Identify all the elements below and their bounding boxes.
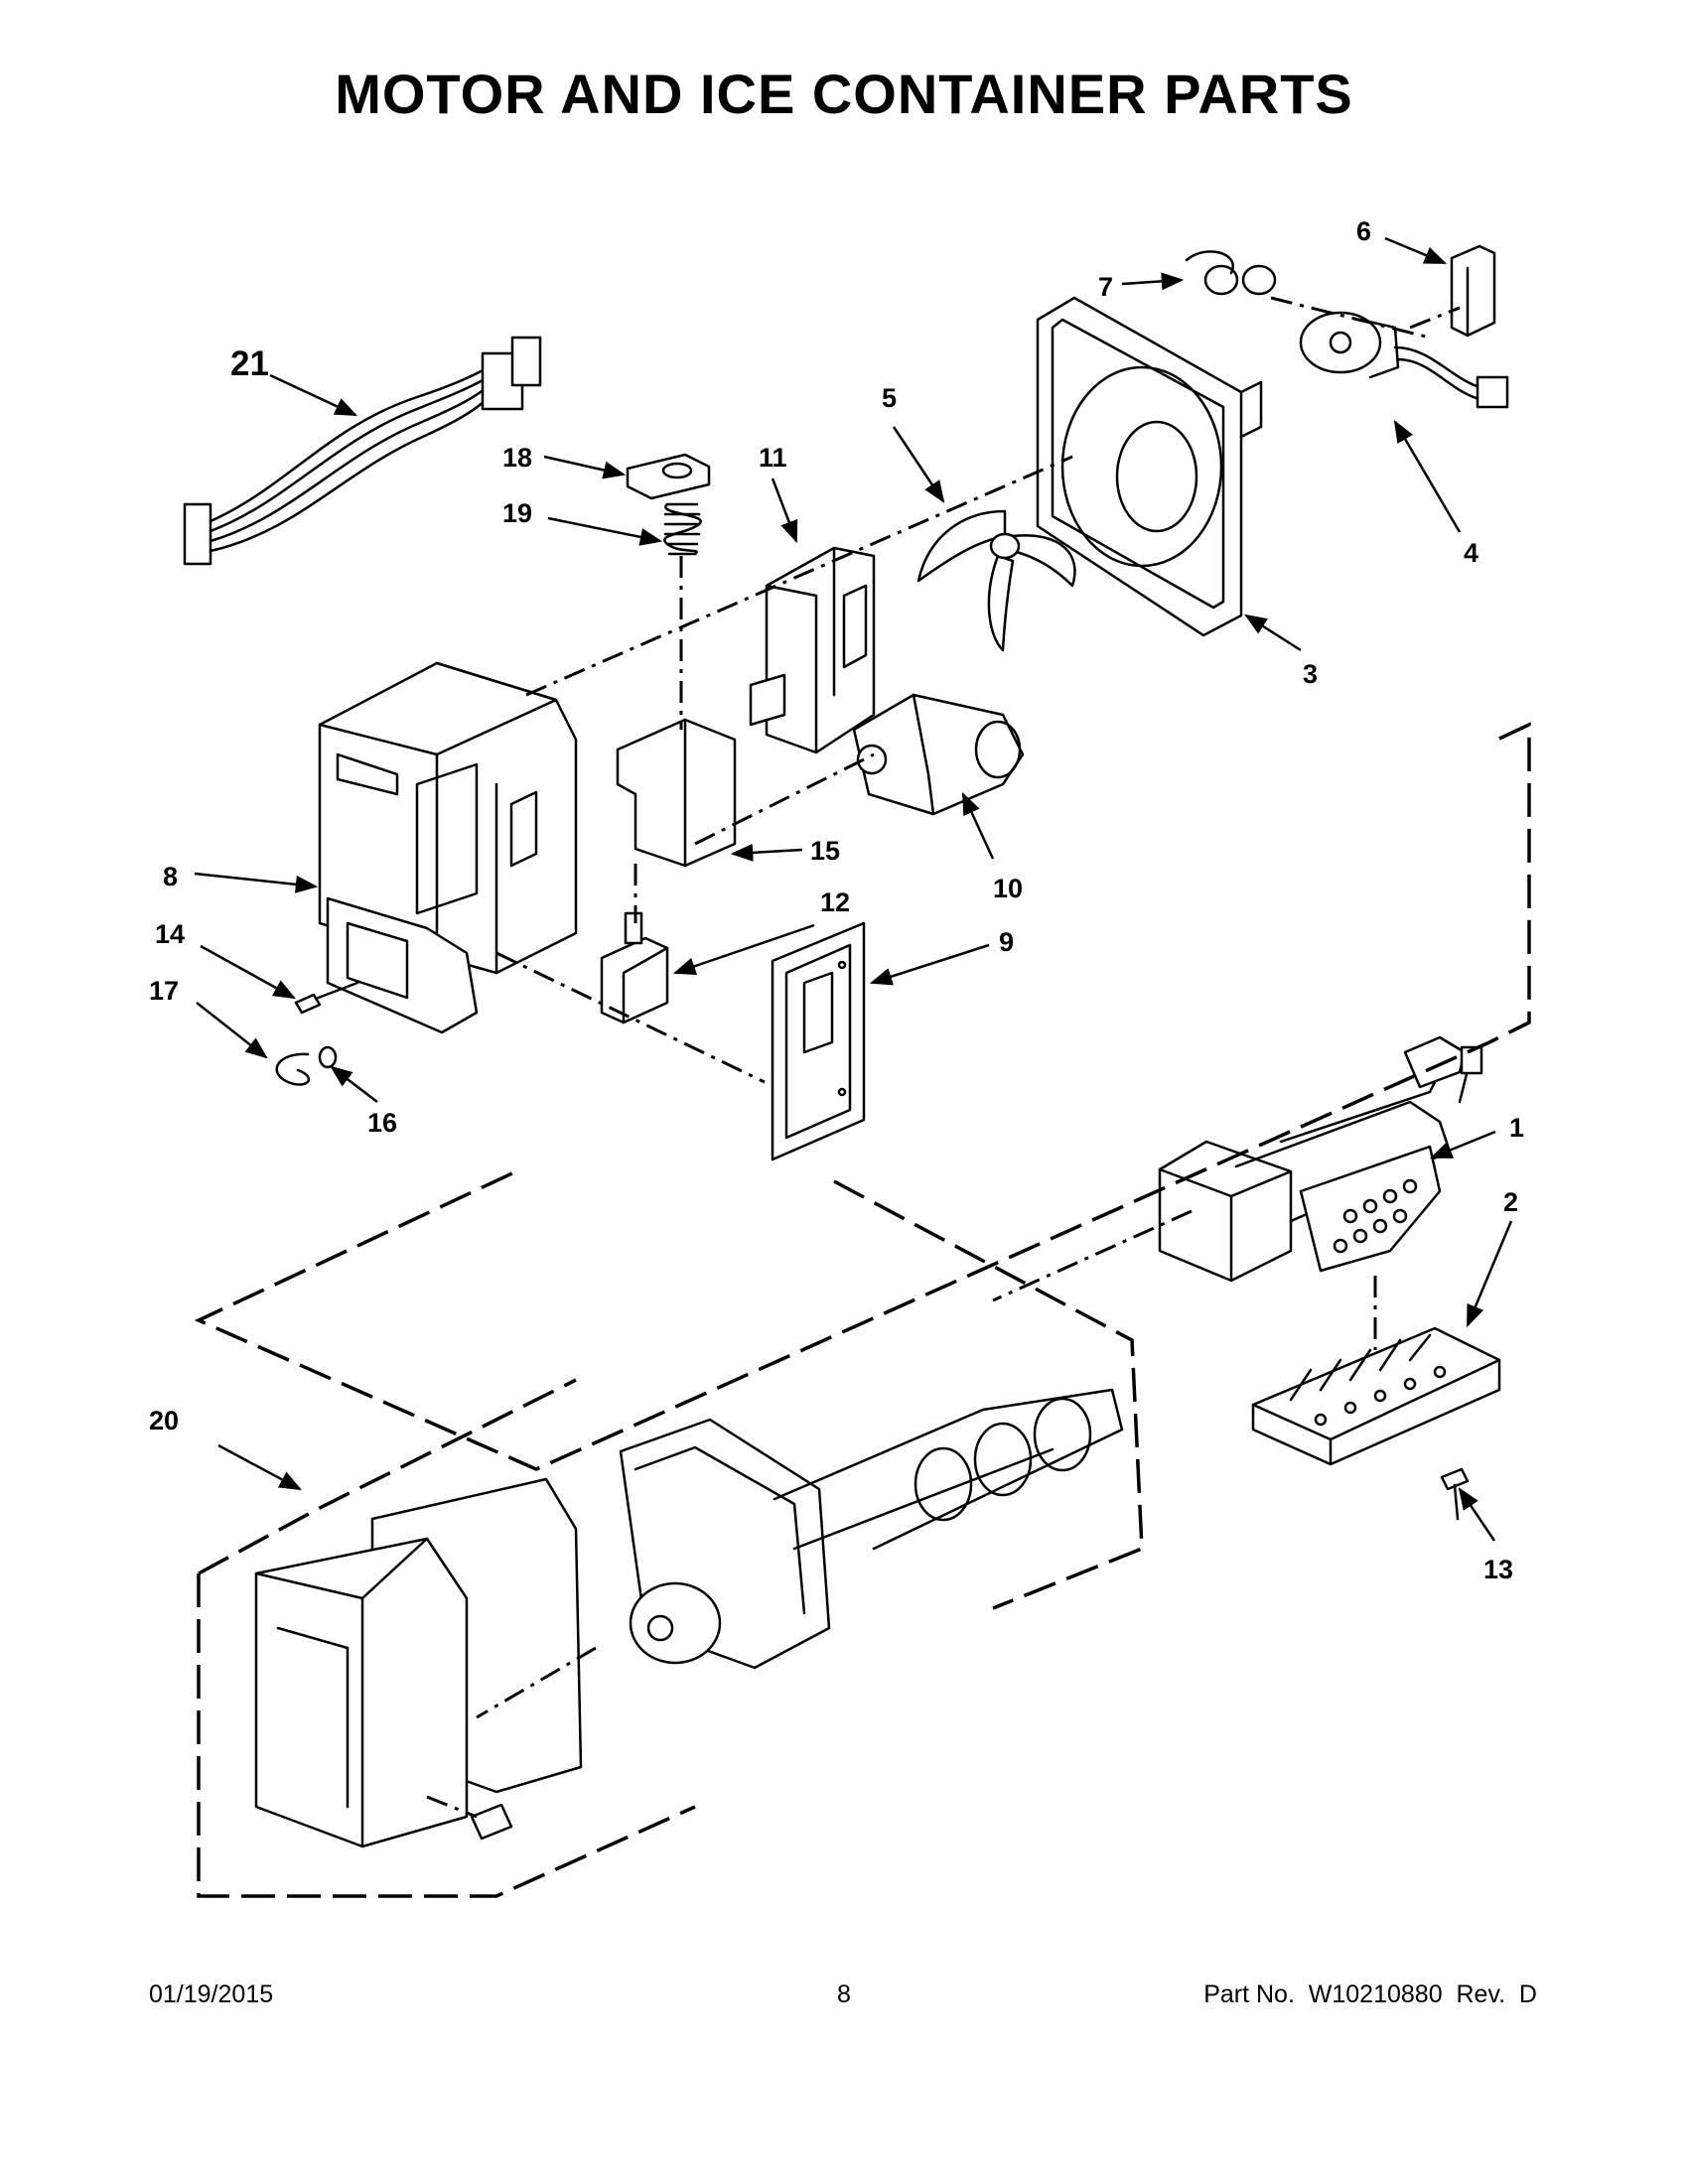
container-boundary-line-top <box>198 1378 577 1575</box>
footer-page-number: 8 <box>837 1980 851 2008</box>
cap-part <box>626 453 711 500</box>
leader-arrow-16 <box>330 1065 378 1103</box>
fan-housing-part <box>1036 296 1263 637</box>
leader-arrow-1 <box>1429 1130 1496 1160</box>
leader-arrow-17 <box>196 1002 268 1059</box>
callout-15: 15 <box>810 836 840 866</box>
leader-arrow-14 <box>200 944 296 1000</box>
fan-blade-part <box>916 509 1076 652</box>
leader-arrow-2 <box>1466 1220 1513 1328</box>
shaft-axis-line <box>525 455 1073 697</box>
dispenser-switch-housing-part <box>749 546 876 754</box>
ice-maker-tray-part <box>1251 1326 1501 1466</box>
callout-10: 10 <box>993 874 1023 903</box>
callout-19: 19 <box>502 498 532 528</box>
callout-8: 8 <box>163 862 178 891</box>
screw-part <box>294 981 359 1015</box>
leader-arrow-18 <box>543 455 627 479</box>
callout-3: 3 <box>1303 659 1318 689</box>
spring-part <box>663 502 702 556</box>
callout-20: 20 <box>149 1406 179 1435</box>
auger-axis-line <box>476 1646 597 1719</box>
callout-18: 18 <box>502 443 532 473</box>
callout-5: 5 <box>882 383 897 413</box>
callout-4: 4 <box>1464 538 1478 568</box>
dispenser-housing-part <box>318 661 578 1034</box>
callout-9: 9 <box>999 927 1014 957</box>
clip-part <box>275 1052 311 1086</box>
icemaker-axis-line <box>992 1209 1193 1302</box>
solenoid-bracket-part <box>616 718 737 868</box>
leader-arrow-21 <box>269 373 358 417</box>
container-boundary-line <box>833 1179 1144 1610</box>
ice-maker-part <box>1158 1035 1483 1283</box>
callout-14: 14 <box>155 919 185 949</box>
leader-arrow-13 <box>1458 1487 1496 1542</box>
callout-11: 11 <box>759 443 787 473</box>
leader-arrow-8 <box>194 872 319 893</box>
sensor-part <box>1185 250 1277 296</box>
gasket-axis-line <box>495 951 766 1084</box>
motor-axis-line <box>1270 296 1431 340</box>
callout-12: 12 <box>820 887 850 917</box>
gasket-part <box>771 921 866 1161</box>
callout-13: 13 <box>1483 1555 1513 1584</box>
container-boundary-line-left <box>197 1573 696 1898</box>
footer-part-number: Part No. W10210880 Rev. D <box>1203 1980 1537 2008</box>
assembly-boundary-line <box>194 722 1531 1471</box>
leader-arrow-12 <box>672 923 815 975</box>
leader-arrow-5 <box>892 426 945 503</box>
knob-axis-line <box>426 1795 478 1819</box>
leader-arrow-20 <box>217 1443 302 1491</box>
callout-7: 7 <box>1098 272 1113 302</box>
callout-16: 16 <box>367 1108 397 1138</box>
leader-arrow-7 <box>1121 272 1185 291</box>
evaporator-fan-motor-part <box>1299 311 1509 409</box>
ice-container-front-part <box>254 1477 583 1848</box>
callout-1: 1 <box>1509 1113 1524 1143</box>
page-title: MOTOR AND ICE CONTAINER PARTS <box>335 63 1353 125</box>
washer-part <box>318 1045 338 1069</box>
leader-arrow-11 <box>771 478 798 544</box>
leader-arrow-10 <box>961 791 995 860</box>
callout-2: 2 <box>1503 1187 1518 1217</box>
bracket-part <box>1450 244 1496 338</box>
callout-21: 21 <box>230 344 269 383</box>
solenoid-part <box>600 911 669 1024</box>
leader-arrow-6 <box>1384 236 1448 265</box>
tray-screw-part <box>1440 1467 1470 1521</box>
leader-arrow-9 <box>869 943 990 986</box>
footer-date: 01/19/2015 <box>149 1980 274 2008</box>
leader-arrow-19 <box>547 516 663 546</box>
motor-axis-line-2 <box>1409 306 1461 330</box>
motor-link-line <box>694 752 875 846</box>
leader-arrow-15 <box>730 843 803 862</box>
callout-6: 6 <box>1356 216 1371 246</box>
wire-harness-part <box>183 336 542 566</box>
ice-container-auger-part <box>619 1388 1124 1670</box>
door-motor-part <box>852 693 1025 816</box>
leader-arrow-4 <box>1393 420 1462 533</box>
leader-arrow-3 <box>1244 614 1302 652</box>
callout-17: 17 <box>149 976 179 1006</box>
